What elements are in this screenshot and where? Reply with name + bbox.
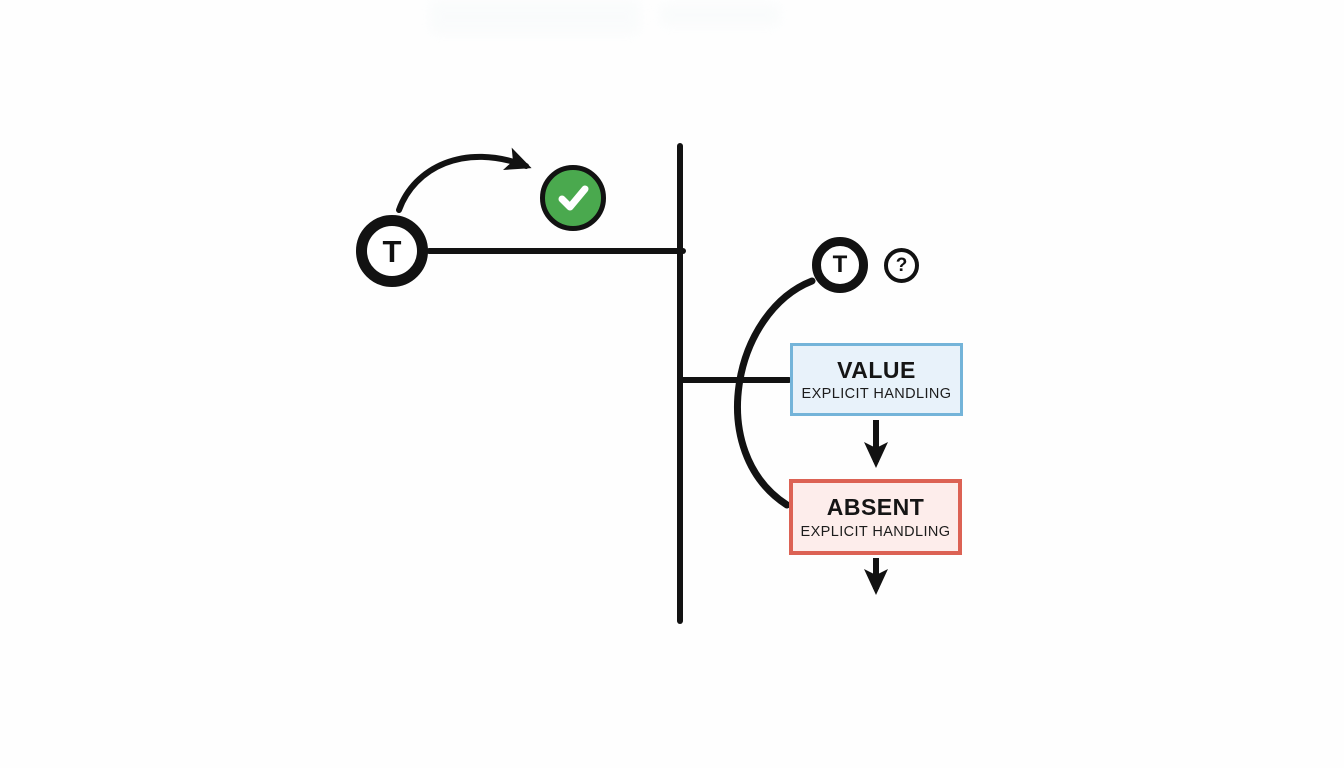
value-handling-box: VALUE EXPLICIT HANDLING	[790, 343, 963, 416]
absent-box-subtitle: EXPLICIT HANDLING	[800, 523, 951, 540]
absent-handling-box: ABSENT EXPLICIT HANDLING	[789, 479, 962, 555]
absent-bypass-arc	[734, 277, 816, 509]
cropped-text-artifact	[660, 4, 780, 26]
success-node	[540, 165, 606, 231]
checkmark-icon	[558, 185, 589, 211]
type-node: T	[356, 215, 428, 287]
absent-box-title: ABSENT	[826, 494, 925, 521]
type-symbol: T	[382, 233, 402, 269]
type-symbol: T	[832, 251, 848, 278]
value-box-subtitle: EXPLICIT HANDLING	[801, 386, 952, 403]
success-curve-arrow	[396, 147, 532, 213]
value-box-title: VALUE	[837, 356, 916, 383]
question-badge: ?	[884, 248, 919, 283]
cropped-text-artifact	[430, 0, 640, 34]
optional-type-node: T	[812, 237, 868, 293]
question-icon: ?	[895, 255, 908, 276]
